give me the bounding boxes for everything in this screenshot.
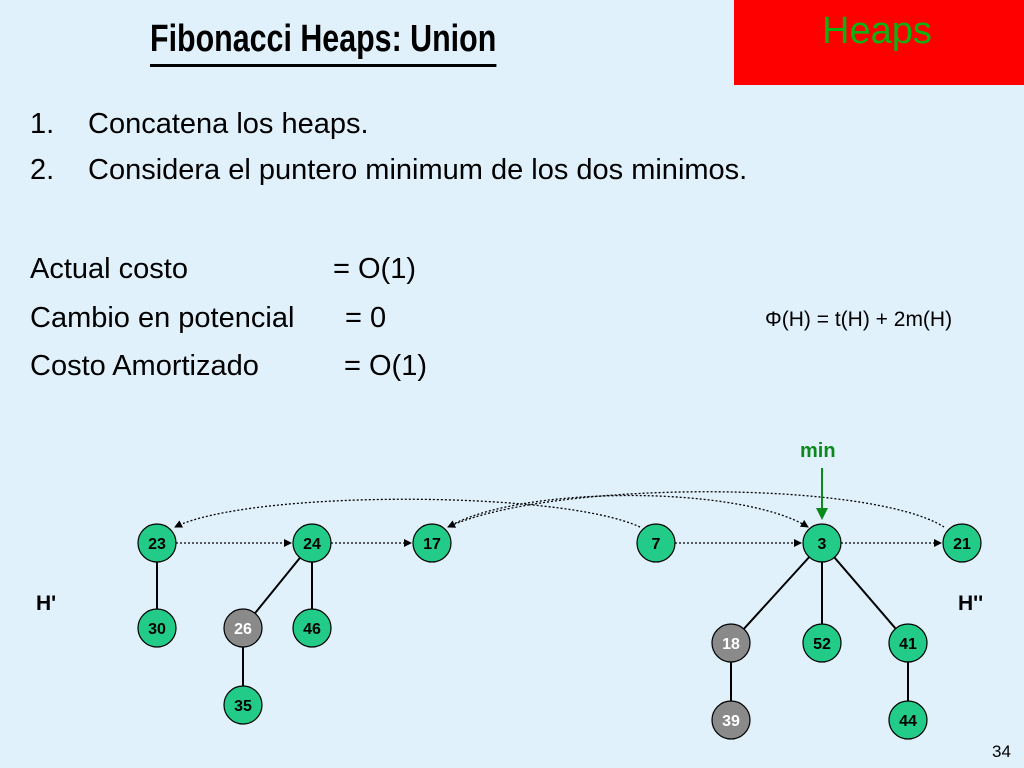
concat-arc-21-17 bbox=[447, 491, 945, 528]
node-circle bbox=[137, 608, 177, 648]
heap-node-26: 26 bbox=[223, 608, 263, 648]
cost-row-amortized: Costo Amortizado = O(1) bbox=[30, 350, 427, 383]
node-key: 17 bbox=[423, 536, 441, 553]
heap-node-46: 46 bbox=[292, 608, 332, 648]
heap-node-7: 7 bbox=[636, 523, 676, 563]
node-circle bbox=[223, 685, 263, 725]
section-tag-label: Heaps bbox=[822, 10, 932, 52]
node-key: 3 bbox=[818, 536, 827, 553]
cost-row-potential: Cambio en potencial = 0 bbox=[30, 302, 386, 335]
node-key: 23 bbox=[148, 536, 166, 553]
node-key: 46 bbox=[303, 621, 321, 638]
node-circle bbox=[223, 608, 263, 648]
cost-value: = 0 bbox=[345, 302, 387, 334]
heap-node-41: 41 bbox=[888, 623, 928, 663]
heap-node-52: 52 bbox=[802, 623, 842, 663]
heap-node-3: 3 bbox=[802, 523, 842, 563]
node-key: 52 bbox=[813, 636, 831, 653]
heap-node-44: 44 bbox=[888, 700, 928, 740]
heap-node-24: 24 bbox=[292, 523, 332, 563]
heap-node-30: 30 bbox=[137, 608, 177, 648]
node-key: 41 bbox=[899, 636, 917, 653]
node-key: 39 bbox=[722, 713, 740, 730]
cost-row-actual: Actual costo = O(1) bbox=[30, 253, 416, 286]
node-key: 18 bbox=[722, 636, 740, 653]
node-circle bbox=[412, 523, 452, 563]
node-circle bbox=[292, 523, 332, 563]
tree-edge-3-18 bbox=[730, 542, 823, 644]
step-2: 2. Considera el puntero minimum de los d… bbox=[30, 154, 747, 187]
cost-value: = O(1) bbox=[344, 350, 427, 382]
node-circle bbox=[802, 623, 842, 663]
node-key: 7 bbox=[652, 536, 661, 553]
heap-label-right: H'' bbox=[958, 592, 984, 615]
node-key: 24 bbox=[303, 536, 321, 553]
node-circle bbox=[942, 523, 982, 563]
node-circle bbox=[636, 523, 676, 563]
section-tag: Heaps bbox=[734, 0, 1024, 85]
node-key: 30 bbox=[148, 621, 166, 638]
slide-title: Fibonacci Heaps: Union bbox=[150, 16, 497, 67]
cost-label: Costo Amortizado bbox=[30, 350, 259, 382]
node-circle bbox=[292, 608, 332, 648]
node-key: 44 bbox=[899, 713, 917, 730]
node-key: 35 bbox=[234, 698, 252, 715]
step-text: Considera el puntero minimum de los dos … bbox=[88, 154, 748, 186]
step-number: 1. bbox=[30, 108, 55, 140]
node-circle bbox=[711, 700, 751, 740]
cost-label: Actual costo bbox=[30, 253, 188, 285]
heap-node-35: 35 bbox=[223, 685, 263, 725]
node-key: 26 bbox=[234, 621, 252, 638]
step-1: 1. Concatena los heaps. bbox=[30, 108, 369, 141]
min-pointer-label: min bbox=[800, 440, 836, 462]
node-circle bbox=[711, 623, 751, 663]
node-circle bbox=[802, 523, 842, 563]
heap-node-21: 21 bbox=[942, 523, 982, 563]
cost-value: = O(1) bbox=[333, 253, 416, 285]
node-key: 21 bbox=[953, 536, 971, 553]
step-text: Concatena los heaps. bbox=[88, 108, 369, 140]
heap-label-left: H' bbox=[36, 592, 57, 615]
heap-node-17: 17 bbox=[412, 523, 452, 563]
heap-node-39: 39 bbox=[711, 700, 751, 740]
node-circle bbox=[888, 700, 928, 740]
node-circle bbox=[888, 623, 928, 663]
concat-arc-7-23 bbox=[174, 498, 641, 528]
page-number: 34 bbox=[992, 742, 1011, 761]
step-number: 2. bbox=[30, 154, 55, 186]
tree-edge-3-41 bbox=[821, 542, 909, 644]
potential-formula: Φ(H) = t(H) + 2m(H) bbox=[765, 308, 953, 331]
cost-label: Cambio en potencial bbox=[30, 302, 295, 334]
node-circle bbox=[137, 523, 177, 563]
heap-node-18: 18 bbox=[711, 623, 751, 663]
concat-arc-17-3 bbox=[447, 494, 809, 528]
heap-node-23: 23 bbox=[137, 523, 177, 563]
